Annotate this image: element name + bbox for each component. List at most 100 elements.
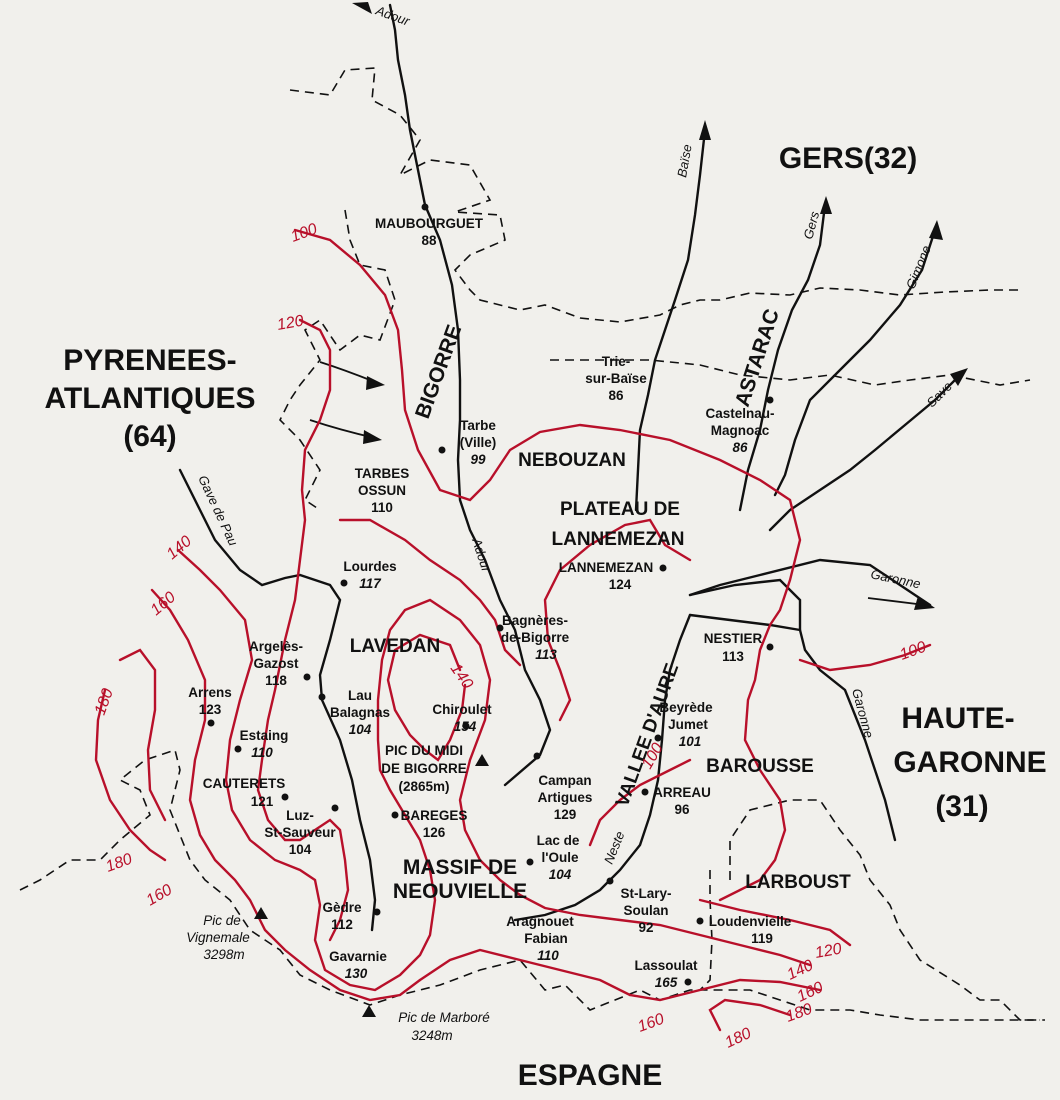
town-aragnouet-name1: Aragnouet xyxy=(506,914,574,929)
garonne-arrow-line xyxy=(867,597,926,606)
iso-label-120b: 120 xyxy=(814,941,843,962)
border-west-2 xyxy=(279,209,396,511)
border-east xyxy=(729,799,1045,1021)
border-haut xyxy=(699,870,713,991)
peak-marbore-name: Pic de Marboré xyxy=(398,1010,490,1025)
town-gedre-name: Gèdre xyxy=(322,900,362,915)
isohyet-160-west xyxy=(150,588,422,1002)
town-arreau-value: 96 xyxy=(674,802,690,817)
iso-label-120a: 120 xyxy=(276,313,305,334)
town-lassoulat-name: Lassoulat xyxy=(634,958,698,973)
town-campan-name1: Campan xyxy=(538,773,591,788)
peak-vignemale-value: 3298m xyxy=(203,947,244,962)
region-haute-garonne-line3: (31) xyxy=(935,790,988,823)
river-label-gimone: Gimone xyxy=(903,243,934,291)
region-lavedan: LAVEDAN xyxy=(350,636,440,657)
iso-label-100a: 100 xyxy=(289,221,320,246)
town-beyrede-name1: Beyrède xyxy=(659,700,713,715)
town-estaing-value: 110 xyxy=(251,745,273,760)
town-loudenvielle-name: Loudenvielle xyxy=(709,914,792,929)
river-labels: Adour Adour Baïse Gers Gimone Save Gave … xyxy=(195,2,955,866)
town-argeles-value: 118 xyxy=(265,673,287,688)
isohyet-120 xyxy=(256,318,350,942)
river-neste-2 xyxy=(688,613,802,632)
town-st-lary-name2: Soulan xyxy=(623,903,668,918)
river-gave-de-pau xyxy=(178,468,377,932)
town-cauterets-value: 121 xyxy=(251,794,274,809)
isohyet-180-west2 xyxy=(118,648,167,822)
dot-lannemezan xyxy=(659,564,667,572)
town-arrens-value: 123 xyxy=(199,702,222,717)
arrow-save xyxy=(950,368,968,386)
dot-arreau xyxy=(641,788,649,796)
peak-vignemale-name1: Pic de xyxy=(203,913,241,928)
town-tarbes-ossun-name1: TARBES xyxy=(355,466,410,481)
peak-marbore-marker xyxy=(362,1005,376,1017)
isohyet-100-east xyxy=(798,643,932,672)
dot-lourdes xyxy=(340,579,348,587)
region-massif-line2: NEOUVIELLE xyxy=(393,880,527,903)
dot-loudenvielle xyxy=(696,917,704,925)
town-castelnau-name2: Magnoac xyxy=(711,423,770,438)
region-haute-garonne-line1: HAUTE- xyxy=(901,702,1014,735)
town-lourdes-value: 117 xyxy=(359,576,382,591)
town-pic-midi-name2: DE BIGORRE xyxy=(381,761,467,776)
town-nestier-name: NESTIER xyxy=(704,631,763,646)
town-aragnouet-value: 110 xyxy=(537,948,559,963)
river-label-baise: Baïse xyxy=(674,143,695,178)
region-pyrenees-line1: PYRENEES- xyxy=(63,344,236,377)
dot-gedre xyxy=(373,908,381,916)
river-garonne xyxy=(688,578,897,842)
iso-label-160d: 160 xyxy=(795,979,826,1006)
town-campan-value: 129 xyxy=(554,807,577,822)
river-garonne-upper xyxy=(688,558,932,607)
iso-label-180a: 180 xyxy=(92,686,117,717)
arrow-gers xyxy=(820,196,832,214)
town-campan-name2: Artigues xyxy=(538,790,593,805)
town-cauterets-name: CAUTERETS xyxy=(203,776,286,791)
sub-arrow-1 xyxy=(319,361,376,383)
dot-cauterets xyxy=(281,793,289,801)
town-luz-name2: St-Sauveur xyxy=(264,825,336,840)
town-arrens-name: Arrens xyxy=(188,685,232,700)
isohyet-100-b xyxy=(588,758,692,847)
town-bareges-value: 126 xyxy=(423,825,446,840)
peak-labels: Pic de Vignemale 3298m Pic de Marboré 32… xyxy=(186,913,490,1043)
arrow-gimone xyxy=(929,220,943,240)
town-trie-name1: Trie- xyxy=(602,354,631,369)
river-label-garonne-1: Garonne xyxy=(869,566,922,591)
isohyet-180-east xyxy=(708,998,792,1032)
dot-lau xyxy=(318,693,326,701)
region-haute-garonne-line2: GARONNE xyxy=(893,746,1046,779)
town-trie-value: 86 xyxy=(608,388,624,403)
isohyets xyxy=(94,228,932,1032)
dot-chiroulet xyxy=(462,722,470,730)
river-label-neste: Neste xyxy=(601,829,628,866)
region-pyrenees-line2: ATLANTIQUES xyxy=(44,382,255,415)
isohyet-160-east xyxy=(628,978,822,1002)
town-lannemezan-value: 124 xyxy=(609,577,632,592)
town-trie-name2: sur-Baïse xyxy=(585,371,647,386)
rivers xyxy=(178,3,962,932)
town-lau-value: 104 xyxy=(349,722,372,737)
town-maubourguet-value: 88 xyxy=(421,233,437,248)
arrow-adour-top xyxy=(352,2,372,14)
town-aragnouet-name2: Fabian xyxy=(524,931,568,946)
isohyet-140-lavedan xyxy=(386,633,467,762)
isohyet-100-main xyxy=(293,228,802,902)
iso-label-160a: 160 xyxy=(148,589,179,619)
town-pic-midi-name1: PIC DU MIDI xyxy=(385,743,463,758)
town-tarbe-value: 99 xyxy=(470,452,486,467)
dot-nestier xyxy=(766,643,774,651)
border-spain xyxy=(19,748,1040,1021)
town-lannemezan-name: LANNEMEZAN xyxy=(559,560,654,575)
iso-label-100c: 100 xyxy=(898,639,929,664)
region-pyrenees-line3: (64) xyxy=(123,420,176,453)
town-argeles-name2: Gazost xyxy=(253,656,299,671)
dot-tarbe xyxy=(438,446,446,454)
town-chiroulet-value: 154 xyxy=(454,719,477,734)
town-lac-oule-value: 104 xyxy=(549,867,572,882)
town-maubourguet-name: MAUBOURGUET xyxy=(375,216,484,231)
isohyet-160-mid xyxy=(418,948,632,997)
